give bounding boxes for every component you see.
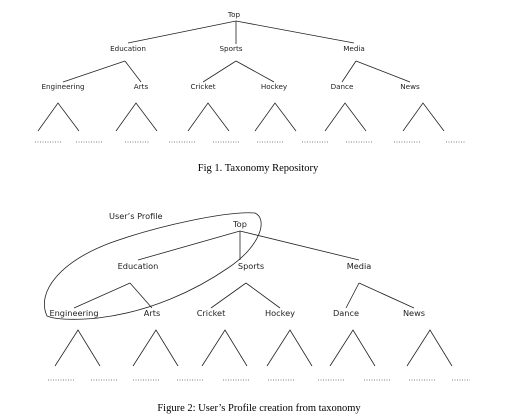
fig1-edge-education-arts — [124, 60, 142, 83]
fig2-edge-top-media — [239, 230, 360, 261]
fig1-node-sports: Sports — [219, 44, 242, 53]
fig1-subtree-arts — [115, 102, 158, 132]
fig1-caption: Fig 1. Taxonomy Repository — [198, 163, 319, 174]
fig2-caption: Figure 2: User’s Profile creation from t… — [157, 403, 361, 414]
fig1-edge-media-news — [355, 60, 411, 83]
fig1-subtree-cricket — [187, 102, 230, 132]
fig1-edge-sports-hockey — [235, 60, 275, 83]
fig1-node-dance: Dance — [331, 82, 354, 91]
fig2-subtree-dance — [329, 329, 376, 367]
fig2-edge-sports-hockey — [245, 282, 281, 309]
fig2-node-media: Media — [347, 261, 372, 271]
fig2-node-cricket: Cricket — [197, 308, 226, 318]
fig1-node-media: Media — [343, 44, 365, 53]
fig1-node-news: News — [400, 82, 420, 91]
fig2-user-profile-outline — [44, 212, 262, 320]
fig2-profile-label: User’s Profile — [109, 211, 163, 221]
fig1-subtree-dance — [324, 102, 367, 132]
fig1-subtree-engineering — [37, 102, 80, 132]
fig2-subtree-hockey — [266, 329, 313, 367]
fig1-edge-media-dance — [341, 60, 357, 83]
fig1-subtree-news — [402, 102, 445, 132]
fig1-node-arts: Arts — [134, 82, 149, 91]
fig1-subtree-hockey — [254, 102, 297, 132]
fig2-edge-media-dance — [345, 282, 360, 309]
fig1-edge-top-education — [127, 20, 237, 44]
fig1-node-engineering: Engineering — [41, 82, 84, 91]
fig2-subtree-cricket — [201, 329, 248, 367]
fig1-edge-top-media — [235, 20, 355, 44]
figure-2-user-profile-tree: User’s Profile Top Education Sports Medi… — [44, 211, 470, 414]
fig2-subtree-engineering — [54, 329, 101, 367]
fig2-edge-media-news — [358, 282, 415, 309]
fig2-edge-top-education — [137, 230, 241, 261]
fig2-edge-sports-cricket — [210, 282, 247, 309]
fig2-node-education: Education — [118, 261, 159, 271]
fig2-node-news: News — [403, 308, 425, 318]
fig1-node-cricket: Cricket — [190, 82, 215, 91]
fig2-node-dance: Dance — [333, 308, 359, 318]
fig2-node-hockey: Hockey — [265, 308, 295, 318]
fig2-node-top: Top — [232, 219, 247, 229]
fig1-node-top: Top — [227, 10, 241, 19]
fig2-node-engineering: Engineering — [49, 308, 98, 318]
figure-1-taxonomy-tree: Top Education Sports Media Engineering A… — [35, 10, 466, 174]
fig2-node-sports: Sports — [238, 261, 264, 271]
fig2-edge-education-engineering — [73, 282, 131, 309]
fig2-subtree-news — [406, 329, 453, 367]
fig2-subtree-arts — [132, 329, 179, 367]
fig1-edge-sports-cricket — [202, 60, 237, 83]
fig1-node-hockey: Hockey — [261, 82, 288, 91]
fig2-edge-education-arts — [129, 282, 153, 309]
fig1-node-education: Education — [110, 44, 146, 53]
fig2-node-arts: Arts — [144, 308, 160, 318]
fig1-edge-education-engineering — [62, 60, 126, 83]
